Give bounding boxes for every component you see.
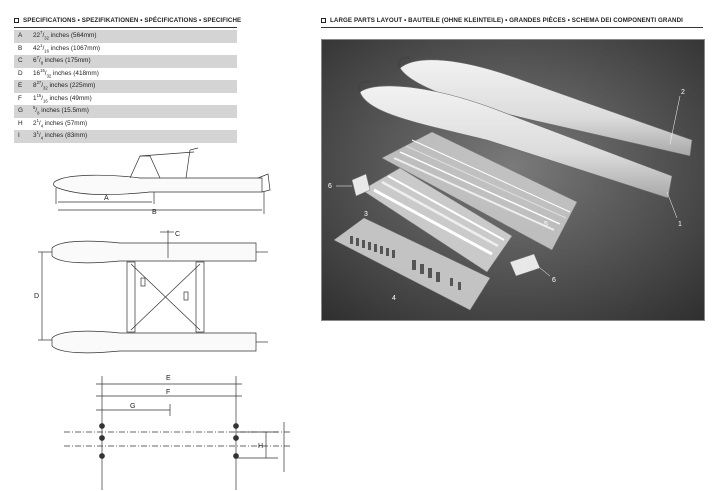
specifications-heading: SPECIFICATIONS • SPEZIFIKATIONEN • SPÉCI… <box>14 16 241 26</box>
spec-letter: A <box>18 32 23 39</box>
spec-row-f: F 115/16 inches (49mm) <box>14 93 237 106</box>
spec-row-i: I 31/4 inches (83mm) <box>14 130 237 143</box>
callout-4: 4 <box>392 295 396 302</box>
label-a: A <box>104 195 109 202</box>
dimension-labels: A B C D E F G H <box>34 195 263 450</box>
spec-letter: F <box>18 94 22 102</box>
spec-letter: G <box>18 107 23 114</box>
specifications-rule <box>14 27 237 28</box>
spec-value: 421/16 inches (1067mm) <box>33 42 101 53</box>
photo-callouts: 1 2 3 4 5 6 6 <box>328 89 685 302</box>
spec-letter: B <box>18 44 23 52</box>
spec-value: 21/4 inches (57mm) <box>33 117 88 128</box>
fitting-6-left <box>351 173 371 197</box>
callout-6a: 6 <box>328 183 332 190</box>
spec-letter: D <box>18 69 23 77</box>
label-c: C <box>175 231 180 238</box>
label-h: H <box>258 443 263 450</box>
spec-value: 827/32 inches (225mm) <box>33 79 96 91</box>
specifications-heading-text: SPECIFICATIONS • SPEZIFIKATIONEN • SPÉCI… <box>23 17 242 24</box>
parts-bag-3 <box>361 167 513 273</box>
spec-value: 115/16 inches (49mm) <box>33 92 92 103</box>
label-b: B <box>152 209 157 216</box>
label-e: E <box>166 375 171 382</box>
parts-layout-photo: 1 2 3 4 5 6 6 <box>321 39 705 321</box>
float-2 <box>399 59 693 157</box>
callout-1: 1 <box>678 221 682 228</box>
callout-2: 2 <box>681 89 685 96</box>
spec-value: 67/8 inches (175mm) <box>33 54 91 66</box>
spec-row-a: A 227/32 inches (564mm) <box>14 30 237 43</box>
parts-layout-heading: LARGE PARTS LAYOUT • BAUTEILE (OHNE KLEI… <box>321 16 683 26</box>
spec-row-c: C 67/8 inches (175mm) <box>14 55 237 68</box>
callout-5: 5 <box>544 221 548 228</box>
parts-bag-4 <box>333 217 491 311</box>
spec-value: 5/8 inches (15.5mm) <box>33 104 89 116</box>
parts-photo-illustration: 1 2 3 4 5 6 6 <box>322 40 704 320</box>
spec-value: 227/32 inches (564mm) <box>33 29 97 41</box>
spec-row-b: B 421/16 inches (1067mm) <box>14 43 237 56</box>
top-view-drawing <box>38 230 268 354</box>
spec-letter: E <box>18 82 23 89</box>
spec-value: 31/4 inches (83mm) <box>33 129 88 141</box>
front-view-drawing <box>64 376 290 490</box>
spec-letter: I <box>18 132 20 139</box>
label-f: F <box>166 389 170 396</box>
spec-row-e: E 827/32 inches (225mm) <box>14 80 237 93</box>
spec-row-h: H 21/4 inches (57mm) <box>14 118 237 131</box>
specifications-table: A 227/32 inches (564mm) B 421/16 inches (10… <box>14 30 237 143</box>
spec-letter: H <box>18 119 23 127</box>
spec-row-d: D 1615/32 inches (418mm) <box>14 68 237 81</box>
label-d: D <box>34 293 39 300</box>
parts-layout-heading-text: LARGE PARTS LAYOUT • BAUTEILE (OHNE KLEI… <box>330 17 684 24</box>
spec-letter: C <box>18 57 23 64</box>
side-view-drawing <box>53 147 271 214</box>
callout-3: 3 <box>364 211 368 218</box>
parts-bag-5 <box>381 131 578 251</box>
spec-row-g: G 5/8 inches (15.5mm) <box>14 105 237 118</box>
checkbox-bullet-icon <box>14 17 19 23</box>
float-1 <box>359 85 673 199</box>
spec-value: 1615/32 inches (418mm) <box>33 67 99 78</box>
label-g: G <box>130 403 135 410</box>
parts-layout-rule <box>321 27 703 28</box>
callout-6b: 6 <box>552 277 556 284</box>
dimension-drawings: A B C D E F G H <box>34 147 290 490</box>
checkbox-bullet-icon <box>321 17 326 23</box>
